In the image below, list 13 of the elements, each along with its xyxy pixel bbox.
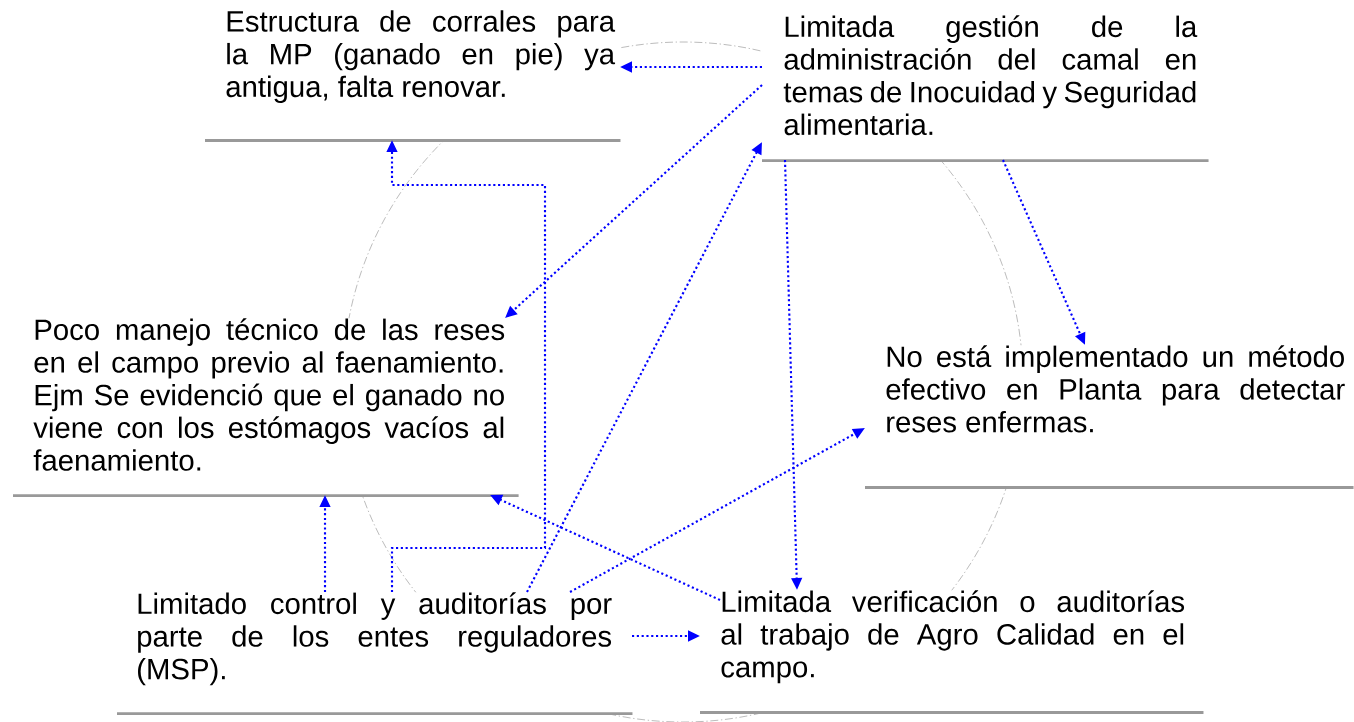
node-label: Limitada verificación o auditorías al trabajo de Agro Calidad en el campo.: [721, 590, 1185, 684]
text-box: Limitado control y auditorías por parte de los entes reguladores (MSP).: [117, 592, 633, 716]
text-box: Estructura de corrales para la MP (ganado en pie) ya antigua, falta renovar.: [205, 10, 621, 142]
node-label: Estructura de corrales para la MP (ganado en pie) ya antigua, falta renovar.: [226, 10, 616, 103]
text-box: Poco manejo técnico de las reses en el campo previo al faenamiento. Ejm Se evidenció que el ganado no viene con los estómagos vacíos al faenamiento.: [13, 318, 519, 498]
text-box: Limitada gestión de la administración del camal en temas de Inocuidad y Seguridad alimentaria.: [762, 15, 1209, 163]
text-box: No está implementado un método efectivo en Planta para detectar reses enfermas.: [865, 345, 1354, 489]
node-label: Limitado control y auditorías por parte de los entes reguladores (MSP).: [138, 592, 612, 686]
node-label: No está implementado un método efectivo en Planta para detectar reses enfermas.: [886, 345, 1345, 433]
arrow: [505, 84, 763, 318]
node-label: Poco manejo técnico de las reses en el campo previo al faenamiento. Ejm Se evidenció que el ganado no viene con los estómagos vacíos al faenamiento.: [33, 318, 505, 471]
text-box: Limitada verificación o auditorías al trabajo de Agro Calidad en el campo.: [700, 590, 1204, 714]
node-label: Limitada gestión de la administración del camal en temas de Inocuidad y Seguridad alimentaria.: [783, 15, 1198, 136]
